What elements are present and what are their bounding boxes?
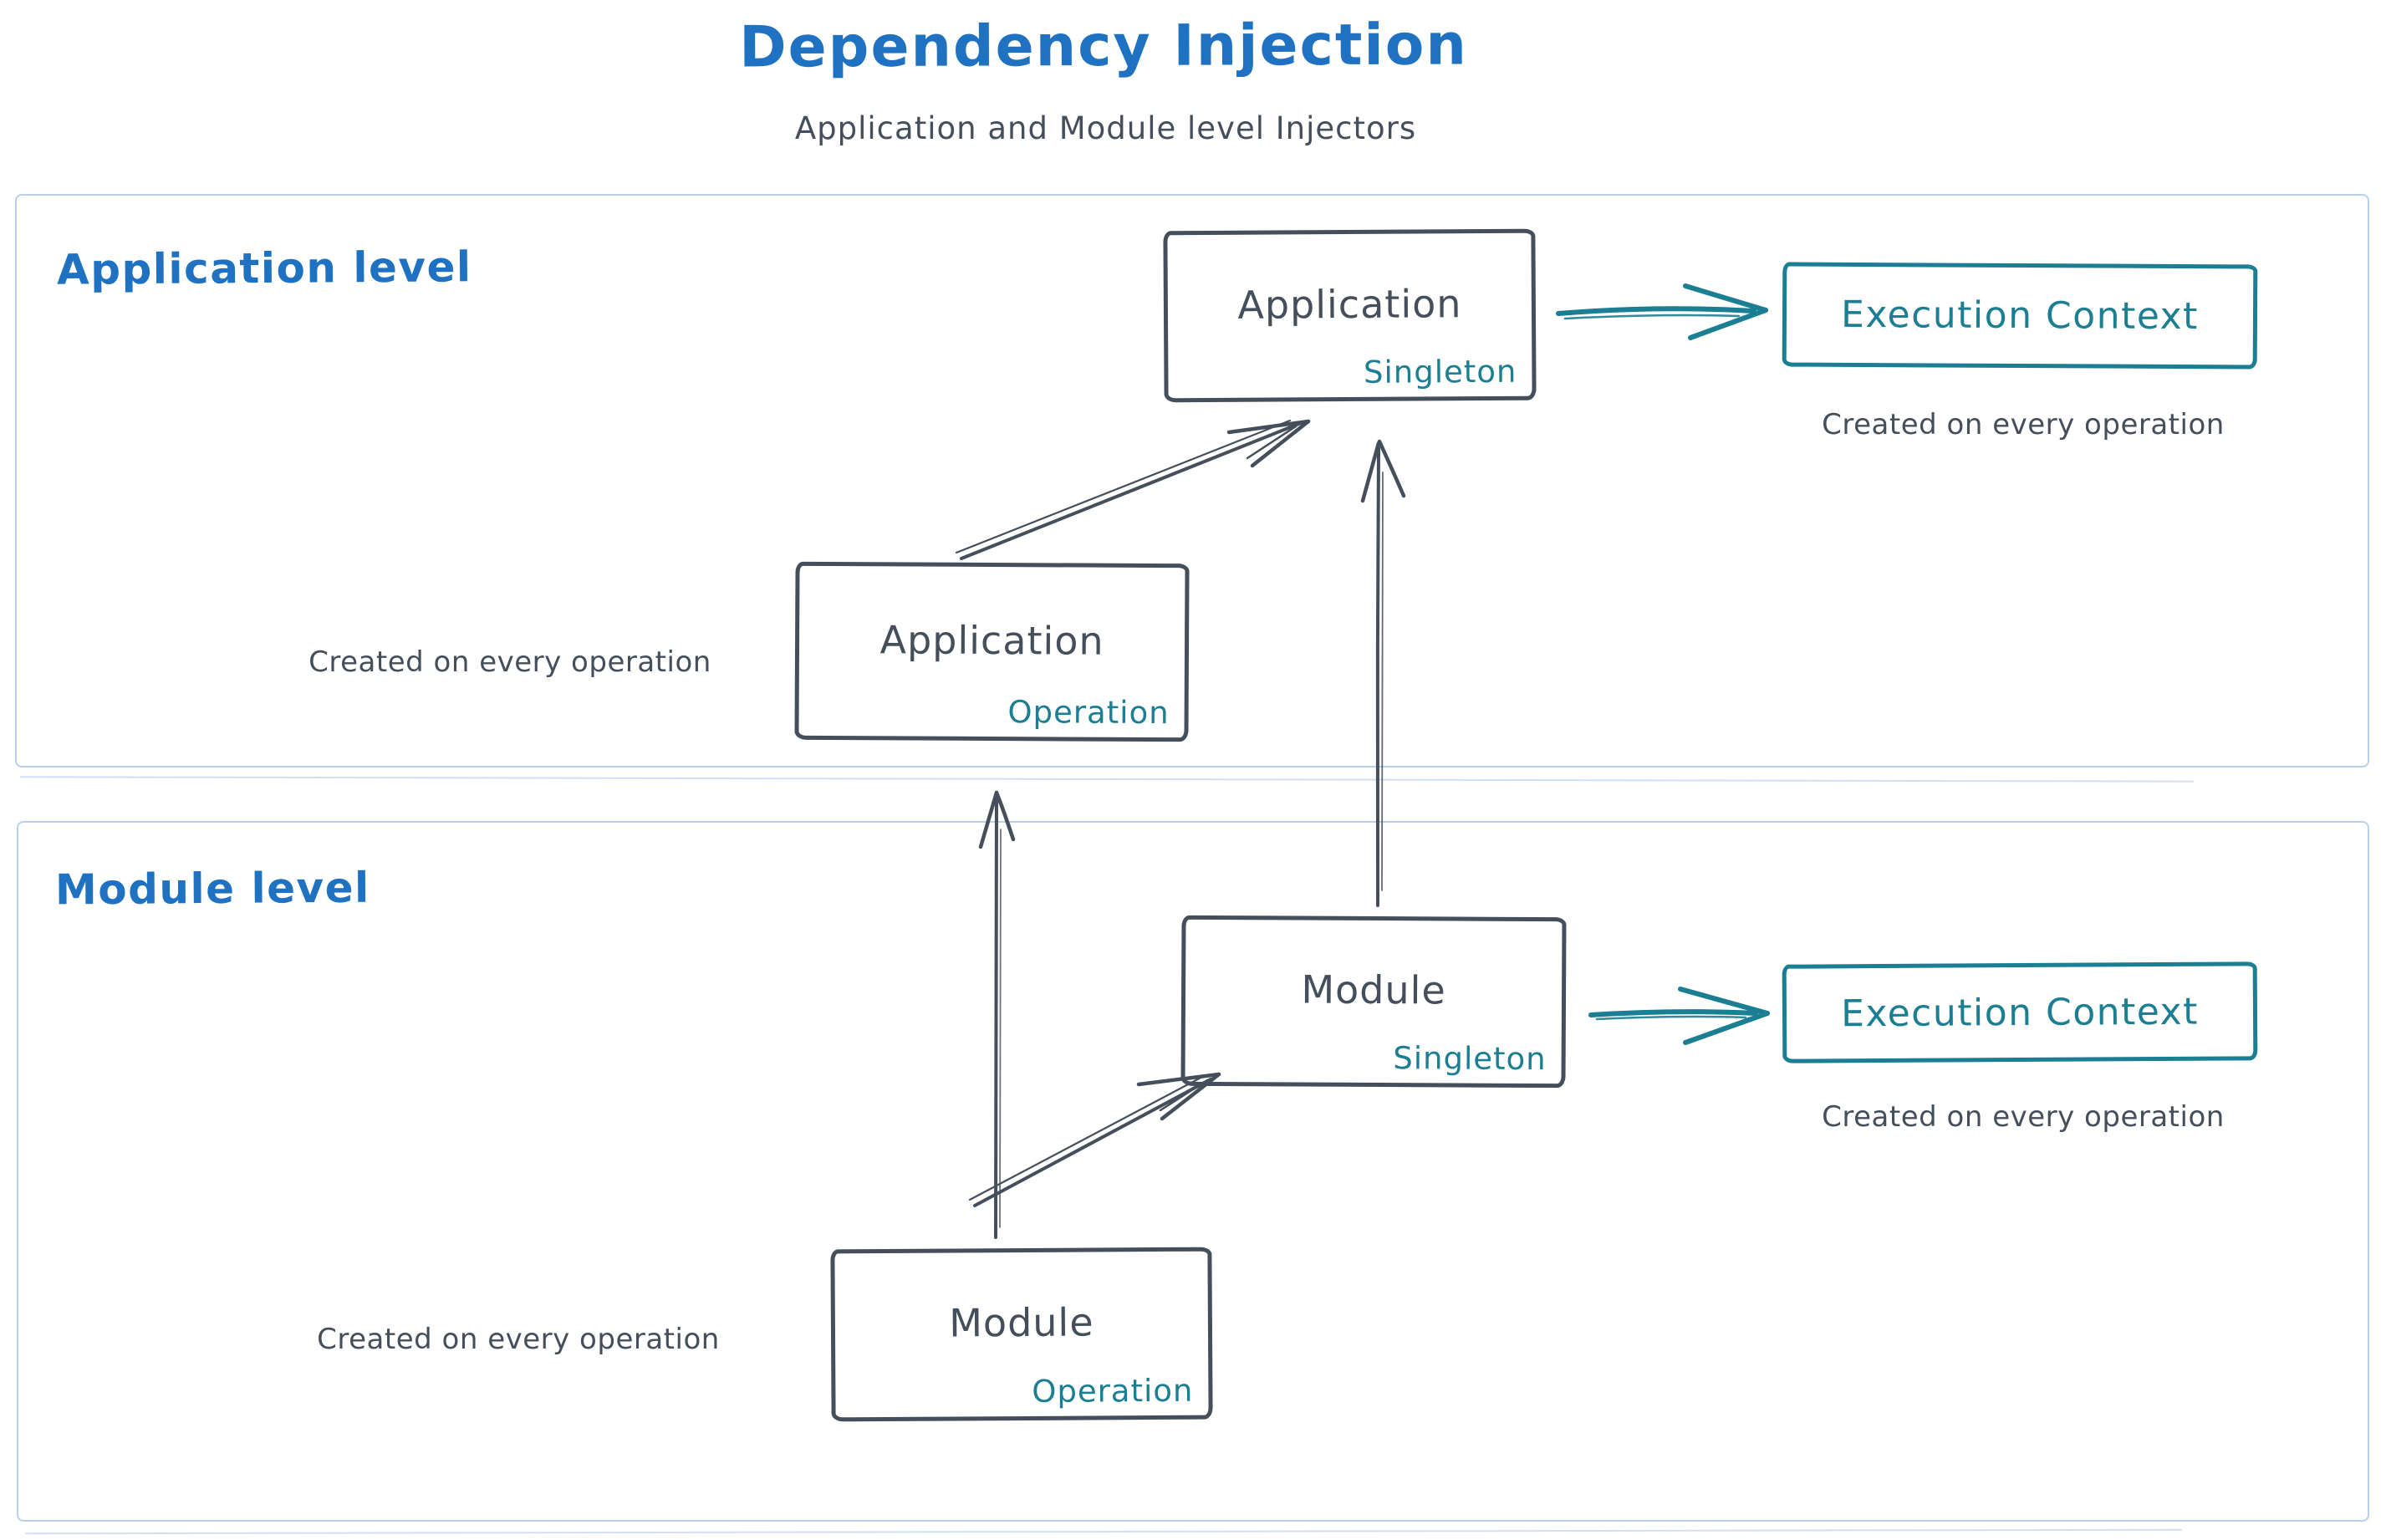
module-singleton-box: Module Singleton: [1180, 915, 1567, 1089]
page-subtitle: Application and Module level Injectors: [794, 110, 1417, 146]
application-level-frame: [15, 194, 2369, 767]
application-operation-scope: Operation: [1007, 694, 1170, 732]
module-level-label: Module level: [54, 863, 370, 915]
application-singleton-scope: Singleton: [1363, 353, 1517, 390]
module-operation-scope: Operation: [1032, 1372, 1194, 1410]
application-execution-context-box: Execution Context: [1782, 262, 2258, 370]
application-execution-context-label: Execution Context: [1840, 293, 2200, 339]
application-operation-box: Application Operation: [794, 561, 1190, 742]
application-operation-caption: Created on every operation: [308, 645, 711, 679]
module-level-frame: [17, 821, 2369, 1522]
page-title: Dependency Injection: [739, 12, 1468, 81]
module-execution-context-label: Execution Context: [1840, 990, 2200, 1035]
application-operation-title: Application: [879, 616, 1104, 664]
module-operation-caption: Created on every operation: [317, 1323, 720, 1356]
application-level-label: Application level: [56, 242, 472, 294]
module-operation-box: Module Operation: [830, 1247, 1213, 1422]
module-execution-context-caption: Created on every operation: [1822, 1100, 2225, 1134]
module-operation-title: Module: [949, 1299, 1094, 1346]
application-level-frame-overdraw: [20, 776, 2194, 783]
module-singleton-title: Module: [1301, 966, 1446, 1013]
module-level-frame-overdraw: [25, 1528, 2182, 1535]
application-execution-context-caption: Created on every operation: [1822, 408, 2225, 441]
module-execution-context-box: Execution Context: [1782, 961, 2258, 1063]
application-singleton-title: Application: [1237, 280, 1462, 328]
application-singleton-box: Application Singleton: [1163, 228, 1537, 403]
module-singleton-scope: Singleton: [1393, 1040, 1547, 1078]
